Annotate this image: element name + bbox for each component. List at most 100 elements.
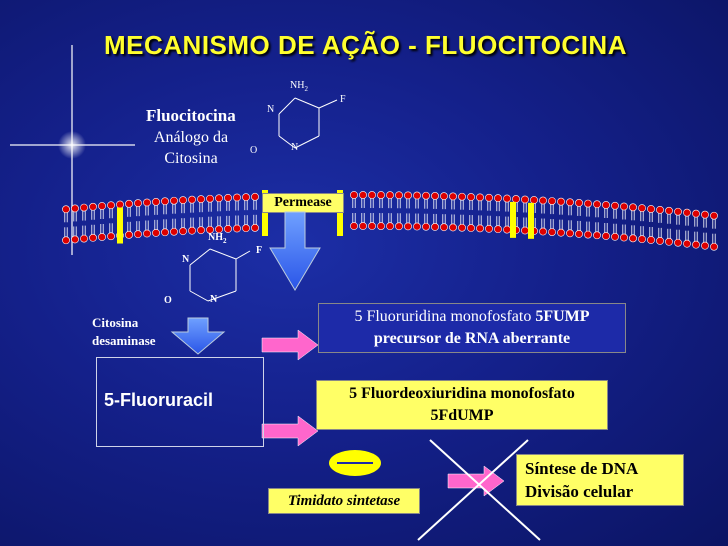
- membrane-lipid-head: [80, 234, 88, 243]
- molecule-n-label-bottom: N: [182, 254, 190, 265]
- membrane-lipid-head: [242, 224, 250, 233]
- membrane-lipid-head: [440, 192, 448, 201]
- membrane-lipid-head: [71, 235, 79, 244]
- membrane-lipid-head: [197, 226, 205, 235]
- sintese-box: Síntese de DNA Divisão celular: [516, 454, 684, 506]
- molecule-f-label-bottom: F: [256, 245, 263, 256]
- membrane-lipid-head: [683, 239, 691, 248]
- membrane-lipid-head: [71, 204, 79, 213]
- membrane-lipid-head: [692, 240, 700, 249]
- membrane-lipid-head: [629, 234, 637, 243]
- membrane-lipid-head: [647, 205, 655, 213]
- arrow-to-fdump: [261, 415, 319, 447]
- membrane-lipid-head: [449, 223, 457, 232]
- membrane-lipid-head: [602, 232, 610, 240]
- drug-name: Fluocitocina: [146, 106, 236, 125]
- membrane-lipid-head: [395, 191, 403, 200]
- membrane-lipid-head: [620, 233, 628, 242]
- molecule-nh2-label: NH2: [290, 80, 308, 93]
- membrane-lipid-head: [170, 227, 178, 236]
- membrane-lipid-head: [611, 201, 619, 210]
- membrane-lipid-head: [458, 223, 466, 232]
- molecule-n-label-bottom-2: N: [210, 294, 218, 305]
- membrane-lipid-head: [656, 205, 664, 214]
- molecule-structure-top: [278, 97, 338, 149]
- membrane-lipid-head: [593, 231, 601, 240]
- membrane-lipid-head: [386, 222, 394, 231]
- membrane-lipid-head: [710, 242, 718, 251]
- membrane-lipid-head: [647, 236, 655, 244]
- membrane-lipid-head: [593, 200, 601, 209]
- membrane-lipid-head: [701, 241, 709, 250]
- membrane-lipid-head: [620, 202, 628, 211]
- membrane-lipid-head: [377, 222, 385, 230]
- membrane-lipid-head: [80, 203, 88, 212]
- membrane-lipid-head: [161, 197, 169, 206]
- membrane-lipid-head: [134, 230, 142, 239]
- membrane-lipid-head: [575, 199, 583, 207]
- membrane-lipid-head: [125, 230, 133, 239]
- molecule-o-label: O: [250, 145, 258, 156]
- molecule-o-label-bottom: O: [164, 295, 172, 306]
- membrane-lipid-head: [467, 193, 475, 201]
- membrane-lipid-head: [107, 232, 115, 241]
- membrane-lipid-head: [710, 211, 718, 220]
- membrane-lipid-head: [62, 205, 70, 214]
- membrane-lipid-head: [215, 194, 223, 203]
- membrane-lipid-head: [566, 198, 574, 207]
- molecule-nh2-label-bottom: NH2: [208, 232, 227, 245]
- molecule-n-label: N: [267, 104, 275, 115]
- membrane-lipid-head: [656, 236, 664, 245]
- inhibition-cross-line: [429, 439, 541, 541]
- membrane-lipid-head: [494, 225, 502, 234]
- membrane-lipid-head: [422, 191, 430, 200]
- membrane-lipid-head: [602, 201, 610, 209]
- membrane-lipid-head: [62, 236, 70, 245]
- membrane-lipid-head: [665, 237, 673, 246]
- membrane-lipid-head: [89, 233, 97, 242]
- enzyme-label: Citosina desaminase: [92, 315, 156, 348]
- membrane-lipid-head: [413, 222, 421, 231]
- membrane-lipid-head: [251, 192, 259, 201]
- membrane-lipid-head: [350, 222, 358, 230]
- membrane-lipid-head: [359, 191, 367, 199]
- membrane-lipid-head: [98, 202, 106, 210]
- molecule-n-label-2: N: [291, 142, 299, 153]
- membrane-lipid-head: [674, 238, 682, 247]
- membrane-lipid-head: [224, 224, 232, 233]
- membrane-lipid-head: [395, 222, 403, 231]
- membrane-lipid-head: [440, 223, 448, 232]
- membrane-lipid-head: [701, 210, 709, 219]
- membrane-lipid-head: [431, 223, 439, 231]
- membrane-lipid-head: [206, 194, 214, 203]
- membrane-lipid-head: [611, 232, 619, 241]
- membrane-lipid-head: [143, 198, 151, 207]
- membrane-lipid-head: [89, 202, 97, 211]
- molecule-structure-bottom: [189, 248, 251, 302]
- inhibition-cross-line: [417, 439, 529, 541]
- fluoruracil-label: 5-Fluoruracil: [104, 390, 214, 410]
- membrane-lipid-head: [557, 197, 565, 206]
- membrane-lipid-head: [404, 222, 412, 231]
- membrane-lipid-head: [476, 193, 484, 202]
- membrane-lipid-head: [557, 228, 565, 237]
- membrane-lipid-head: [665, 206, 673, 215]
- membrane-lipid-head: [584, 230, 592, 239]
- membrane-lipid-head: [548, 197, 556, 205]
- membrane-lipid-head: [386, 191, 394, 200]
- membrane-lipid-head: [206, 225, 214, 234]
- membrane-lipid-head: [161, 228, 169, 237]
- membrane-lipid-head: [152, 197, 160, 206]
- membrane-lipid-head: [638, 204, 646, 213]
- membrane-lipid-head: [629, 203, 637, 212]
- membrane-lipid-head: [566, 229, 574, 238]
- membrane-lipid-head: [152, 228, 160, 237]
- membrane-lipid-head: [197, 195, 205, 204]
- membrane-protein: [117, 207, 123, 244]
- drug-description: Análogo da Citosina: [153, 129, 229, 167]
- membrane-lipid-head: [179, 227, 187, 236]
- membrane-lipid-head: [458, 192, 466, 201]
- membrane-lipid-head: [233, 224, 241, 233]
- membrane-lipid-head: [683, 208, 691, 217]
- membrane-lipid-head: [467, 224, 475, 232]
